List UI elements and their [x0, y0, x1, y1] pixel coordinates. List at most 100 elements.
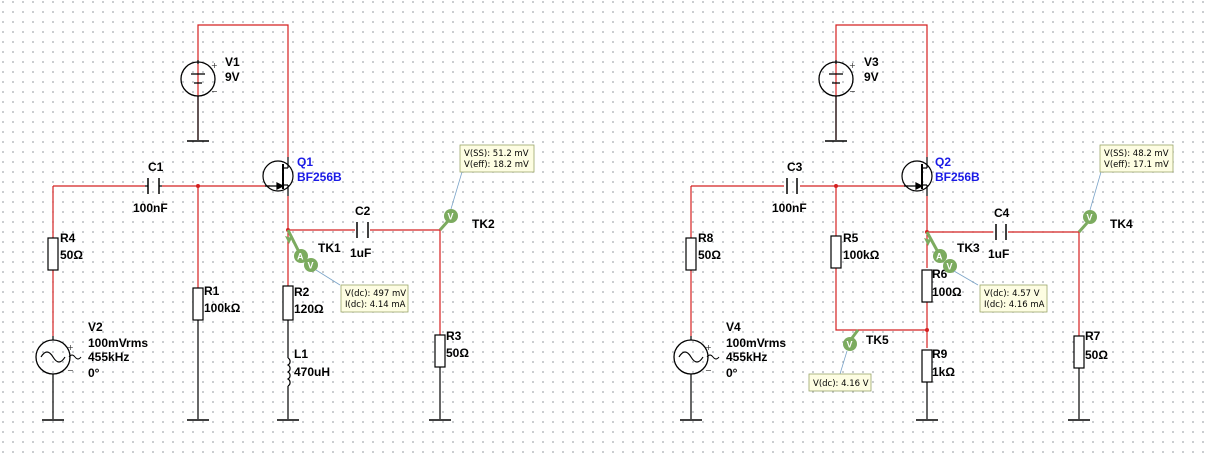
svg-text:+: + — [849, 61, 856, 70]
ac-source-v4[interactable]: + − — [673, 336, 720, 419]
svg-text:V(eff): 18.2 mV: V(eff): 18.2 mV — [464, 160, 529, 170]
svg-text:−: − — [67, 366, 74, 375]
capacitor-c4[interactable] — [995, 224, 1007, 240]
r2-name: R2 — [294, 285, 310, 299]
probe-tk1-readout: V(dc): 497 mV I(dc): 4.14 mA — [340, 284, 409, 313]
v4-frequency: 455kHz — [726, 350, 767, 364]
resistor-r2[interactable] — [282, 285, 294, 358]
v1-name: V1 — [225, 55, 240, 69]
probe-tk2[interactable]: V — [438, 171, 463, 231]
resistor-r9[interactable] — [921, 349, 933, 419]
wire[interactable] — [287, 196, 355, 231]
r5-name: R5 — [843, 231, 859, 245]
r4-value: 50Ω — [60, 248, 83, 262]
q1-model: BF256B — [297, 170, 342, 184]
c2-name: C2 — [355, 204, 371, 218]
svg-text:V(dc): 4.16 V: V(dc): 4.16 V — [813, 379, 869, 389]
svg-text:−: − — [705, 366, 712, 375]
c4-value: 1uF — [988, 247, 1009, 261]
capacitor-c1[interactable] — [145, 178, 162, 194]
v4-phase: 0° — [726, 366, 738, 380]
svg-text:−: − — [211, 87, 218, 96]
svg-text:+: + — [211, 61, 218, 70]
tk4-name: TK4 — [1110, 217, 1133, 231]
resistor-r1[interactable] — [192, 287, 204, 419]
tk3-name: TK3 — [957, 241, 980, 255]
r9-value: 1kΩ — [932, 365, 955, 379]
probe-tk1[interactable]: A V — [285, 229, 341, 286]
junction-dot — [196, 184, 200, 188]
r8-value: 50Ω — [698, 248, 721, 262]
resistor-r4[interactable] — [47, 237, 59, 271]
ac-source-v2[interactable]: + − — [35, 336, 82, 419]
svg-text:V(eff): 17.1 mV: V(eff): 17.1 mV — [1104, 160, 1169, 170]
v2-amplitude: 100mVrms — [88, 336, 148, 350]
probe-tk5-readout: V(dc): 4.16 V — [808, 373, 872, 392]
q1-name: Q1 — [297, 155, 313, 169]
probe-tk2-readout: V(SS): 51.2 mV V(eff): 18.2 mV — [459, 144, 535, 173]
wire[interactable] — [1008, 231, 1080, 336]
tk5-name: TK5 — [866, 333, 889, 347]
c3-name: C3 — [787, 160, 803, 174]
probe-tk4-readout: V(SS): 48.2 mV V(eff): 17.1 mV — [1099, 144, 1174, 173]
v3-name: V3 — [864, 55, 879, 69]
r7-name: R7 — [1085, 329, 1101, 343]
svg-text:−: − — [849, 87, 856, 96]
left-circuit: + − V1 9V Q1 BF256B C1 100n — [35, 24, 535, 421]
r2-value: 120Ω — [294, 302, 324, 316]
svg-text:V(SS): 51.2 mV: V(SS): 51.2 mV — [464, 149, 529, 159]
capacitor-c3[interactable] — [786, 178, 798, 194]
svg-text:A: A — [297, 252, 304, 262]
q2-name: Q2 — [935, 155, 951, 169]
dc-source-v3[interactable]: + − — [818, 60, 856, 140]
wire[interactable] — [926, 196, 993, 233]
r8-name: R8 — [698, 231, 714, 245]
q2-model: BF256B — [935, 170, 980, 184]
r7-value: 50Ω — [1085, 348, 1108, 362]
wire[interactable] — [835, 268, 927, 331]
resistor-r8[interactable] — [685, 237, 697, 271]
resistor-r7[interactable] — [1073, 335, 1085, 419]
right-circuit: + − V3 9V Q2 BF256B C3 100nF — [673, 24, 1174, 421]
probe-tk4[interactable]: V — [1077, 171, 1102, 233]
v2-phase: 0° — [88, 366, 100, 380]
r3-name: R3 — [446, 329, 462, 343]
dc-source-v1[interactable]: + − — [180, 60, 218, 140]
r1-value: 100kΩ — [204, 301, 241, 315]
v4-amplitude: 100mVrms — [726, 336, 786, 350]
probe-tk3[interactable]: A V — [924, 231, 979, 286]
wire-group — [52, 24, 441, 336]
wire[interactable] — [370, 229, 441, 335]
l1-value: 470uH — [294, 365, 330, 379]
svg-text:V: V — [947, 262, 953, 272]
svg-text:V(SS): 48.2 mV: V(SS): 48.2 mV — [1104, 149, 1169, 159]
c1-value: 100nF — [133, 201, 168, 215]
jfet-q2[interactable] — [901, 157, 933, 196]
tk2-name: TK2 — [472, 217, 495, 231]
r6-name: R6 — [932, 267, 948, 281]
svg-text:V: V — [308, 261, 314, 271]
svg-text:V(dc): 4.57 V: V(dc): 4.57 V — [984, 289, 1040, 299]
junction-dot — [834, 184, 838, 188]
r1-name: R1 — [204, 284, 220, 298]
resistor-r6[interactable] — [921, 269, 933, 303]
probe-tk3-readout: V(dc): 4.57 V I(dc): 4.16 mA — [979, 284, 1048, 313]
r3-value: 50Ω — [446, 346, 469, 360]
svg-text:+: + — [705, 343, 712, 352]
probe-tk5[interactable]: V — [839, 329, 860, 375]
v3-value: 9V — [864, 70, 879, 84]
resistor-r5[interactable] — [830, 235, 842, 269]
resistor-r3[interactable] — [434, 334, 446, 419]
c1-name: C1 — [148, 160, 164, 174]
inductor-l1[interactable] — [286, 357, 291, 419]
r6-value: 100Ω — [932, 285, 962, 299]
r4-name: R4 — [60, 231, 76, 245]
junction-dot — [925, 328, 929, 332]
jfet-q1[interactable] — [262, 157, 294, 196]
capacitor-c2[interactable] — [356, 222, 369, 238]
v2-frequency: 455kHz — [88, 350, 129, 364]
c4-name: C4 — [994, 206, 1010, 220]
svg-text:V: V — [1087, 213, 1093, 223]
